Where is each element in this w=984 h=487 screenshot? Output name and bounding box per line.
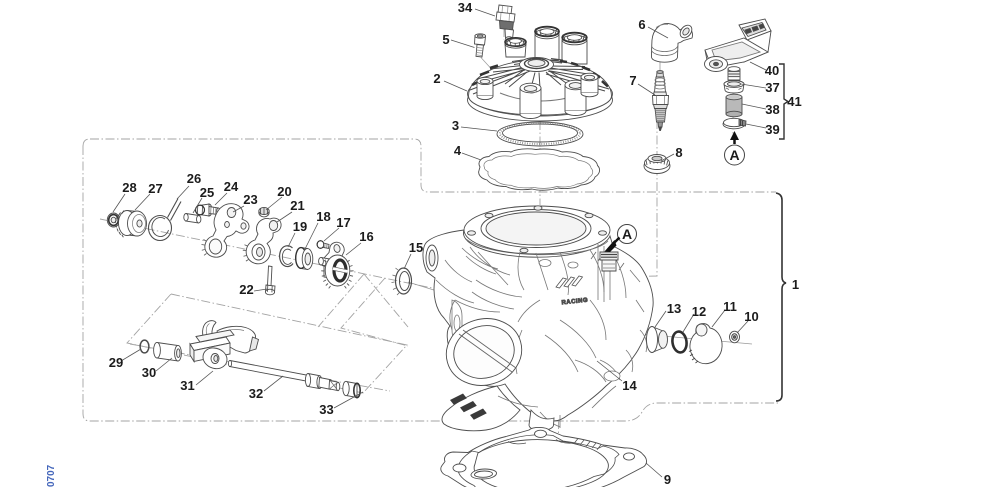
svg-text:8: 8 [675, 145, 682, 160]
svg-text:22: 22 [239, 282, 253, 297]
svg-text:30: 30 [142, 365, 156, 380]
svg-text:10: 10 [744, 309, 758, 324]
svg-text:27: 27 [148, 181, 162, 196]
svg-text:5: 5 [442, 32, 449, 47]
svg-text:3: 3 [452, 118, 459, 133]
svg-text:37: 37 [765, 80, 779, 95]
svg-text:RACING: RACING [561, 298, 588, 307]
svg-text:20: 20 [277, 184, 291, 199]
svg-text:11: 11 [723, 299, 737, 314]
svg-text:15: 15 [409, 240, 423, 255]
svg-text:A: A [622, 226, 632, 242]
svg-text:17: 17 [336, 215, 350, 230]
svg-text:7: 7 [629, 73, 636, 88]
svg-text:28: 28 [122, 180, 136, 195]
svg-text:29: 29 [109, 355, 123, 370]
svg-text:26: 26 [187, 171, 201, 186]
svg-text:41: 41 [787, 94, 801, 109]
svg-text:4: 4 [454, 143, 462, 158]
svg-text:23: 23 [243, 192, 257, 207]
svg-text:12: 12 [692, 304, 706, 319]
svg-text:13: 13 [667, 301, 681, 316]
svg-text:A: A [729, 147, 739, 163]
svg-text:1: 1 [792, 277, 799, 292]
svg-text:39: 39 [765, 122, 779, 137]
svg-text:9: 9 [664, 472, 671, 487]
svg-text:6: 6 [638, 17, 645, 32]
svg-text:14: 14 [622, 378, 637, 393]
svg-text:38: 38 [765, 102, 779, 117]
svg-text:18: 18 [316, 209, 330, 224]
svg-text:2: 2 [433, 71, 440, 86]
svg-text:0707: 0707 [46, 464, 57, 487]
svg-text:31: 31 [180, 378, 194, 393]
svg-text:16: 16 [359, 229, 373, 244]
svg-text:40: 40 [765, 63, 779, 78]
svg-text:32: 32 [249, 386, 263, 401]
svg-text:21: 21 [290, 198, 304, 213]
svg-text:34: 34 [458, 0, 473, 15]
svg-text:24: 24 [224, 179, 239, 194]
svg-text:33: 33 [319, 402, 333, 417]
svg-text:25: 25 [200, 185, 214, 200]
svg-text:19: 19 [293, 219, 307, 234]
